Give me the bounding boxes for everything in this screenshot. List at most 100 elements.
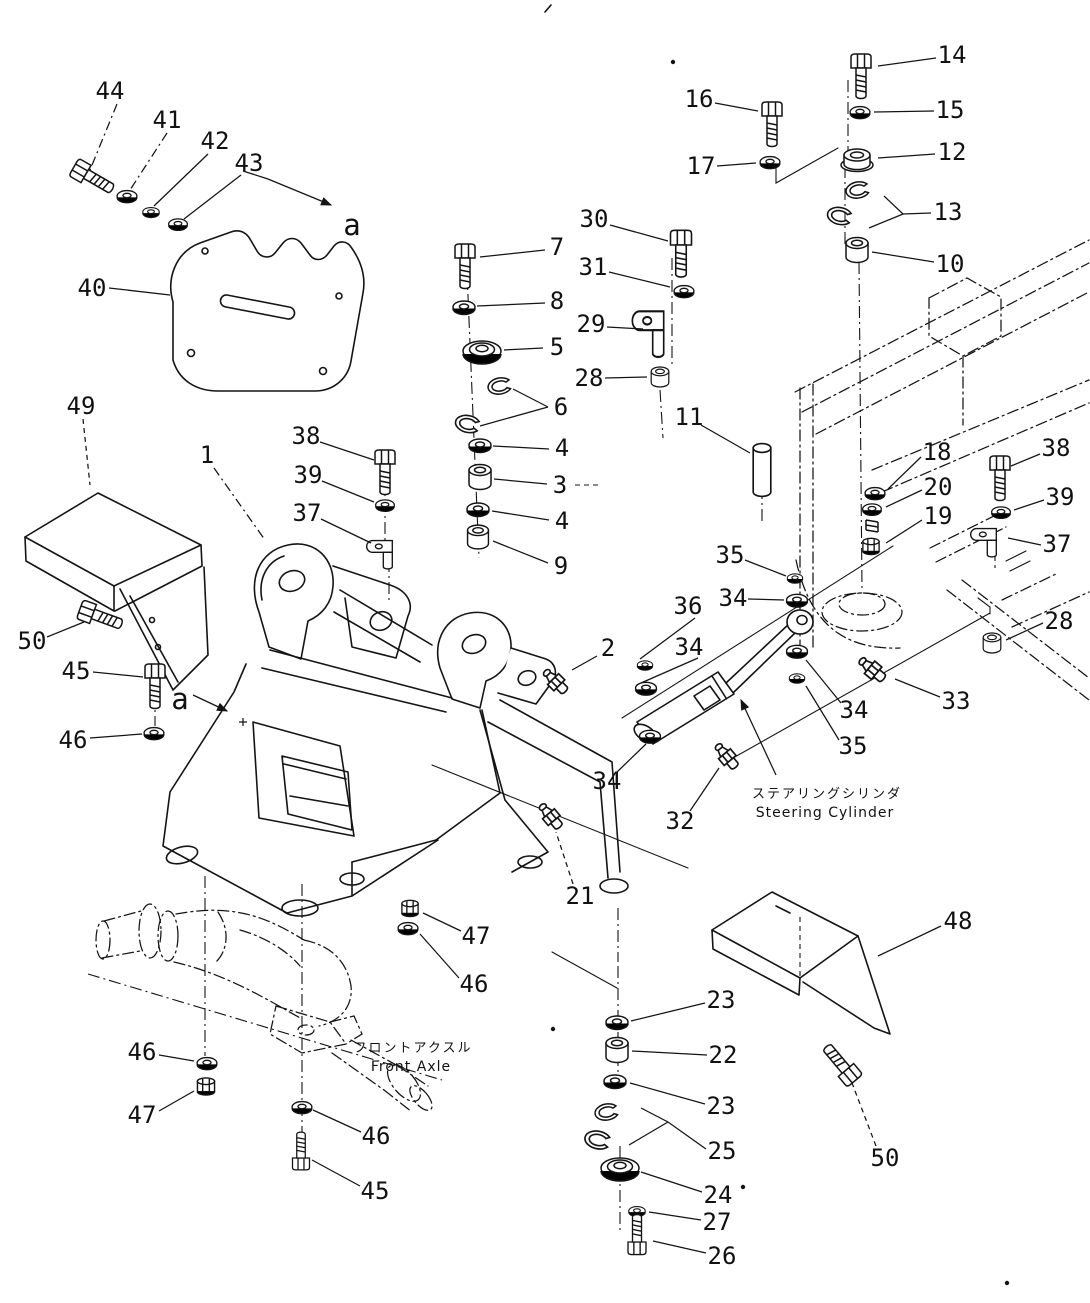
callout-35: 35 [839, 732, 868, 760]
part-50-bolt [75, 599, 126, 635]
callout-16: 16 [685, 85, 714, 113]
leader-45 [311, 1159, 361, 1187]
callout-15: 15 [936, 96, 965, 124]
leader-38 [319, 441, 375, 461]
callout-39: 39 [1046, 483, 1075, 511]
view-arrow-0 [242, 170, 333, 206]
callout-47: 47 [128, 1101, 157, 1129]
leader-48 [877, 925, 942, 957]
part-20-washer [862, 503, 882, 517]
leader-13 [883, 195, 932, 215]
callout-30: 30 [580, 205, 609, 233]
callout-6: 6 [554, 393, 568, 421]
callout-45: 45 [361, 1177, 390, 1205]
leader-47 [158, 1090, 195, 1112]
callout-46: 46 [460, 970, 489, 998]
part-46-washer [291, 1100, 313, 1115]
callout-32: 32 [666, 807, 695, 835]
leader-34 [805, 659, 842, 704]
part-42-washer [142, 206, 160, 219]
part-35-washer [788, 673, 806, 684]
rear-frame-hatch-marks [1005, 550, 1031, 572]
leader-47 [422, 912, 462, 932]
part-31-washer [673, 284, 695, 299]
leader-1 [213, 467, 266, 541]
leader-46 [419, 933, 460, 979]
callout-10: 10 [936, 250, 965, 278]
view-target-cross [239, 718, 247, 726]
callout-41: 41 [153, 106, 182, 134]
part-5-bearing [462, 340, 502, 365]
leader-28 [604, 376, 648, 379]
leader-10 [871, 251, 935, 263]
callout-17: 17 [687, 152, 716, 180]
part-8-washer [452, 300, 476, 316]
callout-33: 33 [942, 687, 971, 715]
part-46-washer [143, 726, 165, 741]
steering-cylinder-art [633, 609, 814, 745]
callout-25: 25 [708, 1137, 737, 1165]
callout-48: 48 [944, 907, 973, 935]
part-47-nut [401, 899, 419, 918]
callout-18: 18 [923, 438, 952, 466]
callout-9: 9 [554, 552, 568, 580]
callout-42: 42 [201, 127, 230, 155]
steering-cylinder-label-jp: ステアリングシリンダ [752, 787, 902, 802]
leader-5 [503, 347, 544, 351]
leader-50 [46, 621, 85, 638]
callout-21: 21 [566, 882, 595, 910]
leader-36 [639, 617, 696, 660]
leader-46 [89, 733, 143, 739]
part-34-washer [785, 644, 809, 659]
callout-13: 13 [934, 198, 963, 226]
leader-35 [744, 559, 787, 577]
short-dashed-links [575, 484, 996, 568]
hardware-parts-layer [68, 53, 1011, 1256]
callout-3: 3 [553, 471, 567, 499]
callout-36: 36 [674, 592, 703, 620]
callout-7: 7 [550, 233, 564, 261]
part-10-bushing [845, 236, 869, 264]
part-37-stopper [365, 539, 393, 570]
callout-2: 2 [601, 634, 615, 662]
leader-39 [321, 480, 375, 503]
top-tick-mark [544, 4, 1010, 1286]
callout-45: 45 [62, 657, 91, 685]
leader-39 [1013, 499, 1045, 511]
view-arrow-1 [192, 694, 229, 712]
part-28-bushing [982, 632, 1002, 654]
callout-29: 29 [577, 310, 606, 338]
view-label-a: a [343, 208, 360, 242]
callout-44: 44 [96, 77, 125, 105]
part-14-bolt [850, 53, 872, 100]
part-33-fitting [854, 652, 890, 687]
part-25-snapring [582, 1127, 612, 1152]
leader-19 [885, 519, 923, 544]
callout-37: 37 [1043, 530, 1072, 558]
part-23-washer [603, 1074, 627, 1090]
callout-35: 35 [716, 541, 745, 569]
leader-21 [555, 831, 574, 885]
callout-34: 34 [593, 767, 622, 795]
part-21-fitting [534, 799, 567, 834]
leader-34 [640, 657, 699, 684]
part-38-bolt [374, 449, 396, 496]
front-axle-label-en: Front Axle [371, 1059, 451, 1075]
callout-49: 49 [67, 392, 96, 420]
leader-25 [640, 1107, 707, 1150]
leader-7 [479, 249, 546, 258]
part-11-pin [752, 442, 772, 498]
leader2-13 [868, 213, 904, 229]
callout-38: 38 [292, 422, 321, 450]
part-3-bushing [468, 463, 492, 491]
leader-40 [108, 287, 171, 296]
part-6-snapring [486, 375, 512, 397]
part-22-bushing [605, 1036, 629, 1064]
cover-48-art [711, 891, 891, 1035]
part-6-snapring [453, 412, 481, 436]
leader-17 [716, 162, 757, 167]
leader-18 [887, 456, 922, 490]
leader-23 [630, 1002, 706, 1022]
callout-23: 23 [707, 1092, 736, 1120]
leader-44 [89, 103, 118, 171]
